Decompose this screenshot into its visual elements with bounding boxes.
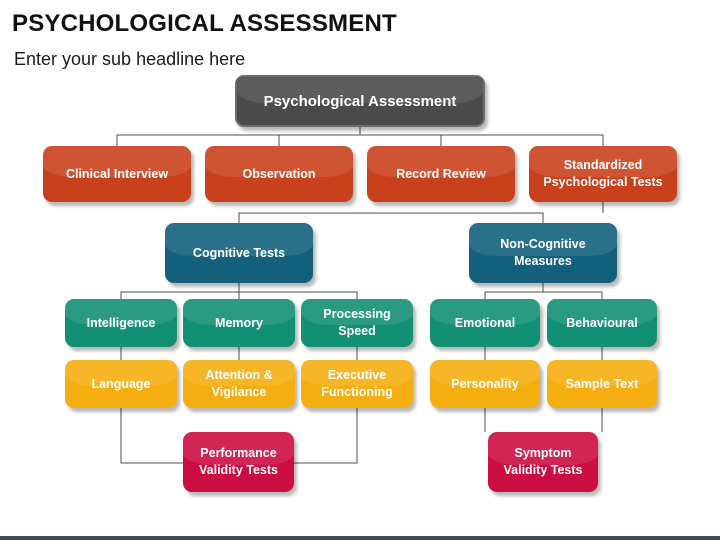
footer-bar <box>0 536 720 540</box>
noncognitive-emotional: Emotional <box>430 299 540 347</box>
cognitive-processing-speed: Processing Speed <box>301 299 413 347</box>
cognitive-executive-functioning: Executive Functioning <box>301 360 413 408</box>
method-observation: Observation <box>205 146 353 202</box>
cognitive-memory: Memory <box>183 299 295 347</box>
noncognitive-behavioural: Behavioural <box>547 299 657 347</box>
method-standardized-tests: Standardized Psychological Tests <box>529 146 677 202</box>
connector-cognitive-row1 <box>120 283 358 299</box>
connector-standardized-groups <box>238 202 604 223</box>
connector-noncognitive-row1-row2 <box>484 347 603 360</box>
cognitive-intelligence: Intelligence <box>65 299 177 347</box>
method-record-review: Record Review <box>367 146 515 202</box>
connector-noncognitive-row1 <box>484 283 603 299</box>
connector-cognitive-row1-row2 <box>120 347 358 360</box>
non-cognitive-measures-node: Non-Cognitive Measures <box>469 223 617 283</box>
noncognitive-sample-text: Sample Text <box>547 360 657 408</box>
root-node: Psychological Assessment <box>235 75 485 127</box>
method-clinical-interview: Clinical Interview <box>43 146 191 202</box>
symptom-validity-tests: Symptom Validity Tests <box>488 432 598 492</box>
cognitive-attention-vigilance: Attention & Vigilance <box>183 360 295 408</box>
connector-noncognitive-validity <box>484 408 603 432</box>
performance-validity-tests: Performance Validity Tests <box>183 432 294 492</box>
cognitive-tests-node: Cognitive Tests <box>165 223 313 283</box>
noncognitive-personality: Personality <box>430 360 540 408</box>
connector-root-methods <box>116 127 604 146</box>
page-title: PSYCHOLOGICAL ASSESSMENT <box>12 10 397 37</box>
cognitive-language: Language <box>65 360 177 408</box>
connector-cognitive-validity <box>120 408 358 464</box>
page-subtitle: Enter your sub headline here <box>14 49 246 69</box>
